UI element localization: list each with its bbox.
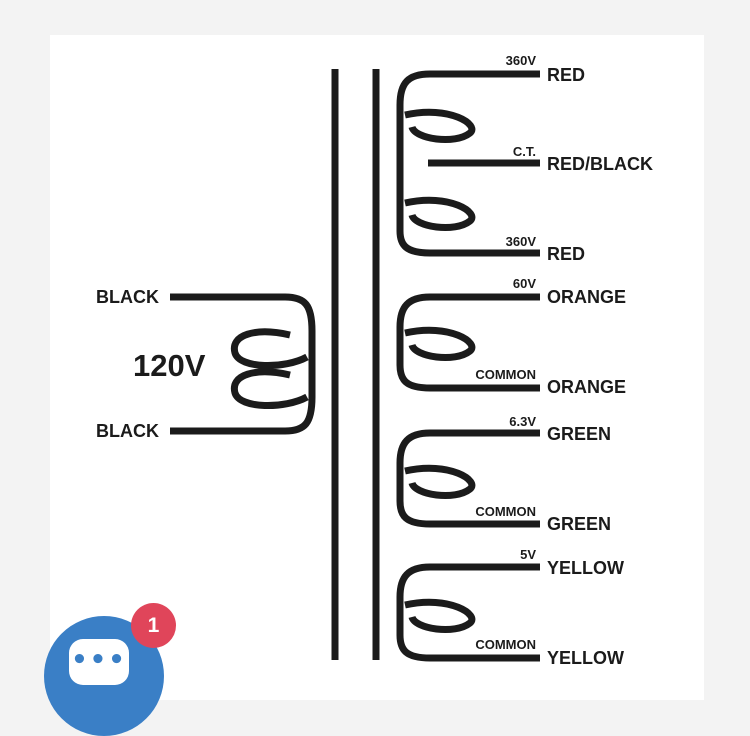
chat-bubble-icon: ••• bbox=[69, 639, 129, 685]
tap-tag: COMMON bbox=[475, 367, 536, 382]
tap-tag: 360V bbox=[506, 234, 537, 249]
chat-dots: ••• bbox=[71, 645, 127, 675]
tap-wire-label: ORANGE bbox=[547, 377, 626, 397]
tap-tag: 5V bbox=[520, 547, 536, 562]
tap-tag: 6.3V bbox=[509, 414, 536, 429]
tap-wire-label: RED bbox=[547, 65, 585, 85]
tap-tag: COMMON bbox=[475, 637, 536, 652]
tap-wire-label: YELLOW bbox=[547, 558, 624, 578]
primary-winding bbox=[170, 293, 316, 435]
tap-wire-label: GREEN bbox=[547, 514, 611, 534]
secondary-winding-green bbox=[396, 429, 540, 528]
tap-tag: 60V bbox=[513, 276, 536, 291]
tap-tag: 360V bbox=[506, 53, 537, 68]
tap-wire-label: YELLOW bbox=[547, 648, 624, 668]
tap-tag: C.T. bbox=[513, 144, 536, 159]
tap-wire-label: GREEN bbox=[547, 424, 611, 444]
tap-wire-label: RED/BLACK bbox=[547, 154, 653, 174]
primary-wire-label-bottom: BLACK bbox=[96, 421, 159, 441]
primary-voltage-label: 120V bbox=[133, 348, 206, 383]
secondary-winding-red bbox=[396, 70, 540, 257]
secondary-winding-yellow bbox=[396, 563, 540, 662]
primary-wire-label-top: BLACK bbox=[96, 287, 159, 307]
unread-count-badge: 1 bbox=[131, 603, 176, 648]
secondary-winding-orange bbox=[396, 293, 540, 392]
tap-tag: COMMON bbox=[475, 504, 536, 519]
tap-wire-label: RED bbox=[547, 244, 585, 264]
diagram-card: BLACK BLACK 120V 360V RED C.T. RED/BLACK… bbox=[50, 35, 704, 700]
tap-wire-label: ORANGE bbox=[547, 287, 626, 307]
transformer-diagram: BLACK BLACK 120V 360V RED C.T. RED/BLACK… bbox=[96, 53, 653, 668]
